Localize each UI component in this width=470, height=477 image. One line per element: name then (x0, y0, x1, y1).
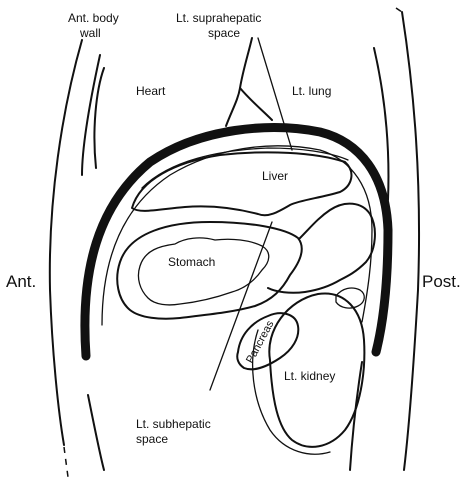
label-ant: Ant. (6, 272, 36, 291)
label-liver: Liver (262, 169, 288, 183)
stomach-mucosa (138, 238, 268, 305)
label-kidney: Lt. kidney (284, 369, 335, 383)
lung-border (240, 88, 272, 120)
label-post: Post. (422, 272, 461, 291)
label-pancreas: Pancreas (244, 318, 277, 365)
label-suprahepatic-line2: space (208, 26, 240, 40)
label-subhepatic-line1: Lt. subhepatic (136, 417, 211, 431)
heart-lung-divider (226, 38, 252, 126)
posterior-body-wall-outer (402, 12, 419, 470)
anterior-body-wall-outer-dashes (64, 447, 68, 477)
suprahepatic-leader-line (258, 38, 292, 150)
posterior-body-wall-outer-dashes (396, 8, 402, 12)
label-lung: Lt. lung (292, 84, 331, 98)
label-subhepatic-line2: space (136, 432, 168, 446)
stomach-outer-wall (117, 222, 301, 319)
label-suprahepatic-line1: Lt. suprahepatic (176, 11, 261, 25)
label-stomach: Stomach (168, 255, 215, 269)
spleen-outline (268, 204, 375, 293)
heart-border (94, 68, 104, 168)
label-ant-body-wall-line1: Ant. body (68, 11, 119, 25)
liver-outline (132, 152, 351, 215)
label-ant-body-wall-line2: wall (79, 26, 101, 40)
anterior-body-wall-outer (50, 40, 82, 445)
label-heart: Heart (136, 84, 166, 98)
